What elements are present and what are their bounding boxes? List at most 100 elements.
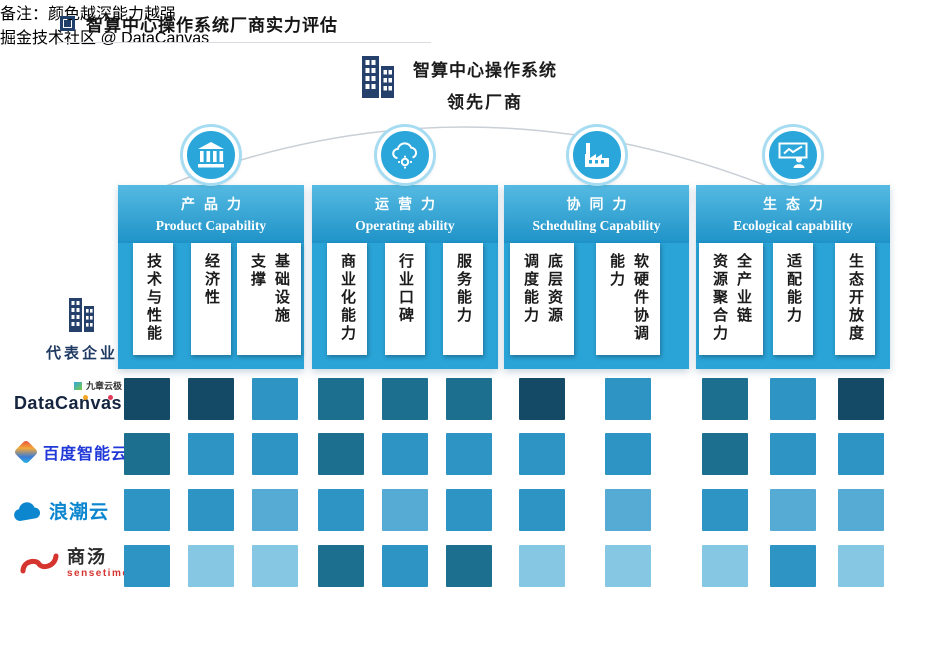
capability-card: 底层资源 调度能力 (510, 243, 574, 355)
title-marker-icon (60, 16, 75, 31)
matrix-cell (605, 489, 651, 531)
capability-name-en: Operating ability (355, 218, 455, 233)
capability-cards-product: 技术与性能 经济性 基础设施 支撑 (118, 243, 304, 362)
capability-band-operating: 运营力 Operating ability (312, 185, 498, 243)
page-title: 智算中心操作系统厂商实力评估 (86, 16, 338, 35)
gradient-legend-icon (26, 594, 120, 615)
capability-card: 技术与性能 (133, 243, 173, 355)
logo-baidu-cloud: 百度智能云 (13, 439, 129, 465)
capability-group-operating: 运营力 Operating ability 商业化能力 行业口碑 服务能力 (312, 127, 498, 369)
capability-cards-operating: 商业化能力 行业口碑 服务能力 (312, 243, 498, 362)
matrix-cell (838, 433, 884, 475)
matrix-cell (770, 489, 816, 531)
inspur-cloud-text: 浪潮云 (49, 502, 110, 523)
matrix-cell (446, 545, 492, 587)
representative-label: 代表企业 (38, 296, 126, 363)
matrix-row-datacanvas (0, 378, 927, 420)
building-icon (69, 298, 94, 332)
matrix-cell (770, 433, 816, 475)
matrix-cell (188, 545, 234, 587)
capability-card: 经济性 (191, 243, 231, 355)
buildings-icon (362, 56, 394, 98)
presenter-icon (765, 127, 821, 183)
matrix-cell (519, 433, 565, 475)
capability-name-en: Ecological capability (733, 218, 853, 233)
matrix-cell (188, 378, 234, 420)
capability-name-cn: 运营力 (375, 196, 444, 212)
capability-card: 服务能力 (443, 243, 483, 355)
logo-inspur-cloud: 浪潮云 (12, 497, 109, 524)
matrix-cell (382, 489, 428, 531)
matrix-cell (519, 545, 565, 587)
matrix-cell (318, 489, 364, 531)
datacanvas-wordmark: DataCanvas (13, 393, 122, 413)
capability-card: 商业化能力 (327, 243, 367, 355)
matrix-cell (318, 378, 364, 420)
datacanvas-cn-name: 九章云极 (6, 379, 122, 392)
sensetime-en-text: sensetime (67, 567, 130, 579)
matrix-cell (519, 489, 565, 531)
matrix-cell (318, 433, 364, 475)
datacanvas-mark-icon (73, 381, 82, 390)
capability-cards-scheduling: 底层资源 调度能力 软硬件协调 能力 (504, 243, 689, 362)
matrix-cell (124, 378, 170, 420)
matrix-cell (770, 545, 816, 587)
sensetime-swirl-icon (20, 553, 59, 574)
capability-card: 基础设施 支撑 (237, 243, 301, 355)
capability-band-ecological: 生态力 Ecological capability (696, 185, 890, 243)
matrix-cell (519, 378, 565, 420)
matrix-cell (605, 433, 651, 475)
capability-card: 软硬件协调 能力 (596, 243, 660, 355)
center-header: 智算中心操作系统 领先厂商 (356, 52, 557, 113)
matrix-cell (188, 433, 234, 475)
matrix-cell (702, 489, 748, 531)
capability-band-product: 产品力 Product Capability (118, 185, 304, 243)
bank-icon (183, 127, 239, 183)
baidu-cloud-text: 百度智能云 (43, 446, 129, 463)
capability-group-scheduling: 协同力 Scheduling Capability 底层资源 调度能力 软硬件协… (504, 127, 689, 369)
matrix-cell (838, 378, 884, 420)
capability-card: 全产业链 资源聚合力 (699, 243, 763, 355)
capability-cards-ecological: 全产业链 资源聚合力 适配能力 生态开放度 (696, 243, 890, 362)
capability-card: 适配能力 (773, 243, 813, 355)
matrix-cell (382, 545, 428, 587)
matrix-cell (252, 545, 298, 587)
matrix-cell (446, 433, 492, 475)
logo-datacanvas: 九章云极 DataCanvas (6, 379, 122, 414)
matrix-cell (702, 433, 748, 475)
matrix-row-baidu (0, 433, 927, 475)
datacanvas-dot-orange-icon (83, 395, 88, 400)
datacanvas-cn-text: 九章云极 (85, 381, 122, 391)
matrix-cell (252, 489, 298, 531)
matrix-cell (605, 378, 651, 420)
matrix-cell (605, 545, 651, 587)
matrix-cell (382, 433, 428, 475)
matrix-cell (838, 489, 884, 531)
capability-name-cn: 生态力 (763, 196, 832, 212)
matrix-cell (702, 378, 748, 420)
center-title-line2: 领先厂商 (447, 93, 523, 112)
capability-group-ecological: 生态力 Ecological capability 全产业链 资源聚合力 适配能… (696, 127, 890, 369)
matrix-cell (382, 378, 428, 420)
capability-card: 生态开放度 (835, 243, 875, 355)
capability-band-scheduling: 协同力 Scheduling Capability (504, 185, 689, 243)
matrix-cell (838, 545, 884, 587)
capability-name-en: Scheduling Capability (532, 218, 661, 233)
logo-sensetime: 商汤 sensetime (20, 547, 130, 579)
matrix-cell (124, 545, 170, 587)
legend-note: 备注：颜色越深能力越强 (0, 6, 177, 23)
matrix-cell (252, 378, 298, 420)
matrix-cell (188, 489, 234, 531)
factory-icon (568, 127, 625, 183)
capability-name-cn: 产品力 (181, 196, 250, 212)
matrix-cell (124, 433, 170, 475)
capability-group-product: 产品力 Product Capability 技术与性能 经济性 基础设施 支撑 (118, 127, 304, 369)
matrix-cell (124, 489, 170, 531)
capability-name-en: Product Capability (155, 218, 267, 233)
matrix-row-sensetime (0, 545, 927, 587)
matrix-cell (702, 545, 748, 587)
inspur-cloud-icon (14, 501, 41, 521)
capability-card: 行业口碑 (385, 243, 425, 355)
matrix-row-inspur (0, 489, 927, 531)
